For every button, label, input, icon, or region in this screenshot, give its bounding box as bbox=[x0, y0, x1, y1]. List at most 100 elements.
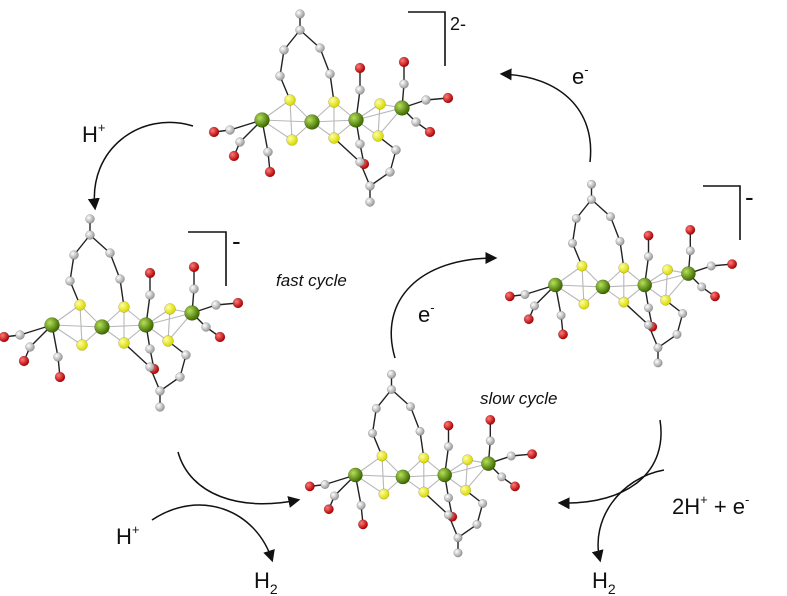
sulfur-atom bbox=[660, 294, 672, 306]
carbon-atom bbox=[443, 441, 454, 452]
carbon-atom bbox=[653, 343, 663, 353]
oxygen-atom bbox=[643, 230, 654, 241]
carbon-atom bbox=[155, 386, 165, 396]
sulfur-atom bbox=[328, 132, 340, 144]
sulfur-atom bbox=[618, 296, 630, 308]
arrow-right-to-top bbox=[499, 68, 592, 163]
carbon-atom bbox=[115, 274, 125, 284]
oxygen-atom bbox=[523, 314, 534, 325]
carbon-atom bbox=[405, 402, 416, 412]
carbon-atom bbox=[367, 428, 378, 438]
arrow-top-to-left bbox=[87, 121, 194, 211]
sulfur-atom bbox=[286, 134, 298, 146]
oxygen-atom bbox=[354, 62, 366, 74]
carbon-atom bbox=[399, 79, 409, 89]
carbon-atom bbox=[453, 548, 463, 558]
carbon-atom bbox=[485, 436, 495, 446]
carbon-atom bbox=[556, 310, 566, 320]
sulfur-atom bbox=[376, 450, 388, 462]
carbon-atom bbox=[279, 45, 289, 55]
sulfur-atom bbox=[576, 260, 588, 272]
carbon-atom bbox=[355, 85, 365, 95]
carbon-atom bbox=[685, 246, 695, 256]
oxygen-atom bbox=[358, 519, 368, 530]
carbon-atom bbox=[672, 329, 682, 339]
arrow-right-to-bottom bbox=[557, 419, 662, 510]
molecule-bottom bbox=[304, 369, 538, 558]
carbon-atom bbox=[443, 493, 454, 503]
carbon-atom bbox=[211, 300, 221, 310]
sulfur-atom bbox=[284, 94, 296, 106]
carbon-atom bbox=[53, 352, 63, 362]
carbon-atom bbox=[697, 282, 707, 292]
oxygen-atom bbox=[144, 267, 156, 279]
oxygen-atom bbox=[323, 504, 334, 515]
oxygen-atom bbox=[527, 449, 538, 460]
covalent-bond bbox=[409, 406, 421, 432]
sulfur-atom bbox=[662, 264, 673, 276]
electron-label-top: e- bbox=[572, 62, 589, 89]
arrow-left-to-bottom bbox=[177, 451, 301, 508]
metal-sulfur-bond bbox=[381, 455, 385, 495]
sulfur-atom bbox=[162, 335, 174, 347]
carbon-atom bbox=[453, 533, 463, 543]
oxygen-atom bbox=[710, 291, 720, 302]
sulfur-atom bbox=[418, 452, 430, 464]
h2-label-left: H2 bbox=[254, 568, 278, 596]
carbon-atom bbox=[235, 137, 245, 147]
iron-atom bbox=[138, 317, 154, 333]
electron-label-mid: e- bbox=[418, 300, 435, 327]
iron-atom bbox=[637, 277, 653, 293]
carbon-atom bbox=[225, 125, 235, 135]
carbon-atom bbox=[653, 358, 663, 368]
carbon-atom bbox=[145, 290, 155, 300]
sulfur-atom bbox=[328, 96, 340, 108]
carbon-atom bbox=[586, 194, 597, 205]
carbon-atom bbox=[497, 472, 507, 482]
iron-atom bbox=[437, 467, 453, 483]
iron-atom bbox=[595, 279, 611, 295]
covalent-bond bbox=[109, 252, 121, 280]
molecule-left bbox=[0, 214, 244, 412]
sulfur-atom bbox=[164, 303, 176, 315]
carbon-atom bbox=[571, 213, 581, 224]
iron-atom bbox=[548, 277, 563, 293]
carbon-atom bbox=[275, 71, 285, 81]
oxygen-atom bbox=[0, 331, 10, 343]
metal-sulfur-bond bbox=[555, 284, 603, 288]
carbon-atom bbox=[15, 330, 25, 340]
arrow-bottom-to-right bbox=[390, 252, 498, 359]
carbon-atom bbox=[325, 69, 335, 79]
oxygen-atom bbox=[214, 331, 226, 343]
sulfur-atom bbox=[460, 484, 472, 496]
carbon-atom bbox=[643, 303, 654, 313]
slow-cycle-label: slow cycle bbox=[480, 389, 557, 408]
oxygen-atom bbox=[510, 481, 520, 492]
molecule-top bbox=[208, 9, 454, 207]
carbon-atom bbox=[386, 369, 397, 379]
iron-atom bbox=[481, 456, 496, 471]
sulfur-atom bbox=[118, 301, 130, 313]
charge-label-left: - bbox=[232, 226, 241, 256]
metal-sulfur-bond bbox=[51, 324, 103, 328]
oxygen-atom bbox=[685, 224, 696, 235]
carbon-atom bbox=[355, 157, 365, 167]
carbon-atom bbox=[567, 238, 578, 248]
oxygen-atom bbox=[424, 126, 436, 138]
oxygen-atom bbox=[558, 329, 568, 340]
oxygen-atom bbox=[188, 261, 200, 273]
charge-bracket-top bbox=[408, 11, 446, 66]
oxygen-atom bbox=[54, 371, 66, 383]
oxygen-atom bbox=[208, 126, 220, 138]
carbon-atom bbox=[315, 43, 325, 53]
carbon-atom bbox=[295, 9, 305, 19]
carbon-atom bbox=[175, 372, 185, 382]
oxygen-atom bbox=[398, 56, 410, 68]
covalent-bond bbox=[623, 301, 649, 326]
iron-atom bbox=[394, 100, 410, 116]
fast-cycle-label: fast cycle bbox=[276, 271, 347, 290]
oxygen-atom bbox=[443, 420, 454, 431]
carbon-atom bbox=[355, 139, 365, 149]
covalent-bond bbox=[333, 137, 361, 163]
sulfur-atom bbox=[76, 339, 88, 351]
